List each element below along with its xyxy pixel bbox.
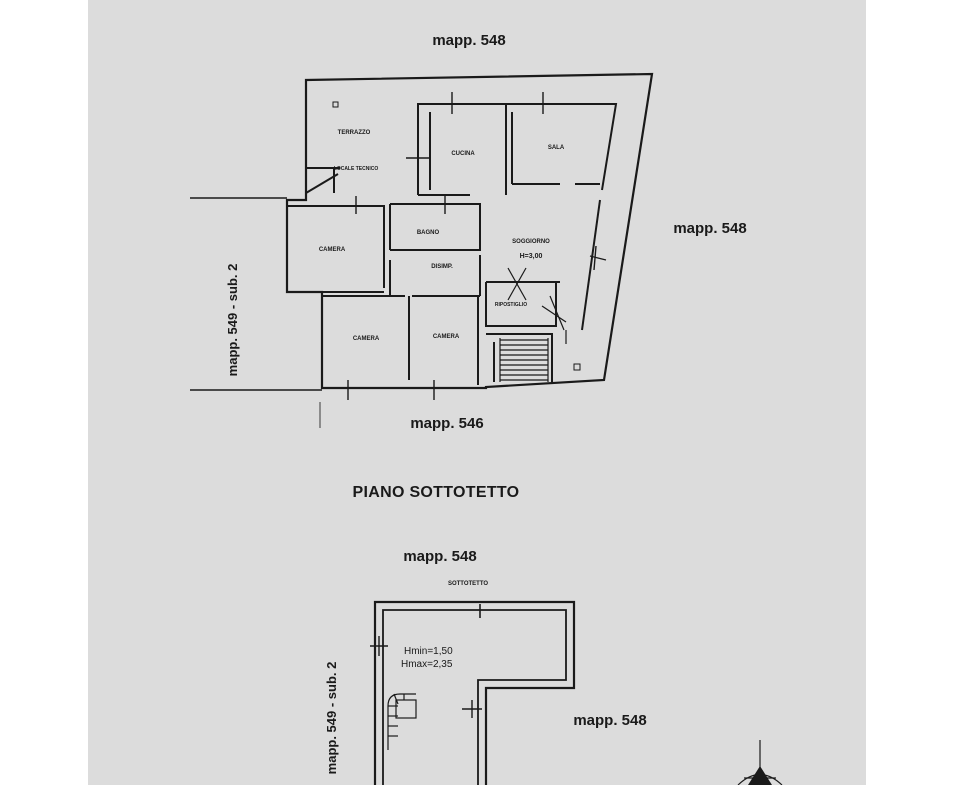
- attic-height-max: Hmax=2,35: [401, 659, 453, 670]
- parcel-label-north: mapp. 548: [432, 32, 505, 49]
- parcel-label-east: mapp. 548: [673, 220, 746, 237]
- room-label-camera-1: CAMERA: [319, 247, 346, 253]
- parcel-label-north: mapp. 548: [403, 548, 476, 565]
- room-label-camera-2: CAMERA: [353, 336, 380, 342]
- parcel-label-west: mapp. 549 - sub. 2: [225, 264, 240, 377]
- attic-height-min: Hmin=1,50: [404, 646, 453, 657]
- stairs-upper: [499, 338, 549, 382]
- parcel-label-west: mapp. 549 - sub. 2: [324, 662, 339, 775]
- attic-spiral-stair: [387, 693, 417, 750]
- parcel-label-east: mapp. 548: [573, 712, 646, 729]
- fixture-marker: [332, 101, 339, 108]
- symbol-x: [507, 267, 527, 301]
- room-label-camera-3: CAMERA: [433, 334, 460, 340]
- outer-perimeter: [285, 72, 654, 390]
- fixture-marker: [573, 363, 581, 371]
- room-label-bagno: BAGNO: [417, 230, 440, 236]
- room-label-sala: SALA: [548, 145, 565, 151]
- left-margin: [0, 0, 88, 785]
- room-label-height: H=3,00: [520, 253, 543, 260]
- attic-outer-wall: [373, 600, 576, 785]
- room-label-soggiorno: SOGGIORNO: [512, 239, 550, 245]
- room-label-disimpegno: DISIMP.: [431, 264, 453, 270]
- north-arrow-icon: [737, 740, 783, 785]
- room-label-sottotetto: SOTTOTETTO: [448, 581, 488, 587]
- attic-floor-plan: mapp. 548 SOTTOTETTO mapp. 548 mapp. 549…: [324, 548, 647, 785]
- upper-floor-plan: TERRAZZO LOCALE TECNICO CUCINA SALA CAME…: [190, 32, 747, 432]
- plan-sheet: [88, 0, 866, 785]
- room-label-terrazzo: TERRAZZO: [338, 130, 371, 136]
- attic-inner-wall: [382, 609, 567, 785]
- right-margin: [866, 0, 953, 785]
- room-label-cucina: CUCINA: [451, 151, 475, 157]
- section-title: PIANO SOTTOTETTO: [353, 484, 520, 501]
- symbol-x: [541, 305, 567, 323]
- internal-walls: [287, 103, 618, 385]
- window-marks: [338, 92, 607, 400]
- room-label-ripostiglio: RIPOSTIGLIO: [495, 302, 527, 308]
- parcel-label-south: mapp. 546: [410, 415, 483, 432]
- symbol-x: [549, 295, 565, 331]
- room-label-locale-tecnico: LOCALE TECNICO: [334, 166, 379, 172]
- attic-window-marks: [370, 636, 482, 718]
